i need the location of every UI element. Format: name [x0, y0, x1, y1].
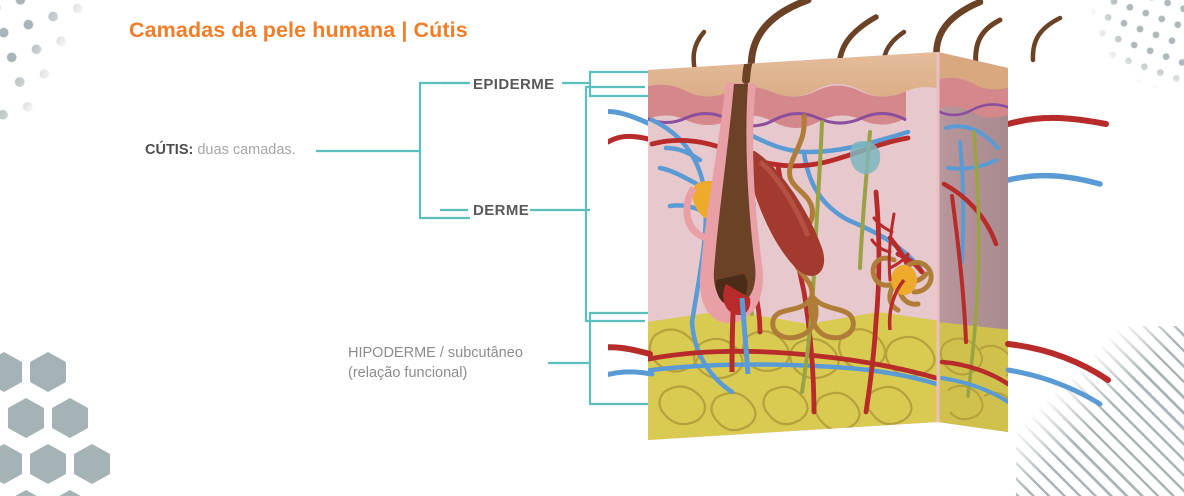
capillary-network [870, 212, 910, 282]
skin-block-side [936, 52, 1008, 432]
label-cutis-strong: CÚTIS: [145, 142, 194, 158]
epidermis-layer [648, 52, 938, 97]
sensory-receptor-right [887, 265, 917, 331]
page-title: Camadas da pele humana | Cútis [129, 18, 468, 42]
label-hipoderme-line2: (relação funcional) [348, 365, 468, 381]
label-hipoderme: HIPODERME / subcutâneo (relação funciona… [348, 343, 523, 383]
hair-follicle [699, 52, 812, 375]
basal-membrane-line [648, 112, 907, 128]
bracket-cutis [418, 81, 470, 220]
bracket-epiderme [588, 70, 648, 98]
label-derme: DERME [473, 202, 530, 219]
label-epiderme: EPIDERME [473, 76, 555, 93]
label-cutis-rest: duas camadas. [193, 142, 296, 158]
label-hipoderme-line1: HIPODERME / subcutâneo [348, 345, 523, 361]
skin-block-front [648, 52, 938, 440]
bracket-hipoderme [588, 311, 648, 406]
skin-cross-section-illustration [608, 0, 1111, 440]
bracket-derme [584, 85, 645, 323]
label-cutis: CÚTIS: duas camadas. [145, 142, 296, 158]
arrector-pili-muscle [747, 150, 825, 276]
lymph-vessel [850, 140, 881, 175]
